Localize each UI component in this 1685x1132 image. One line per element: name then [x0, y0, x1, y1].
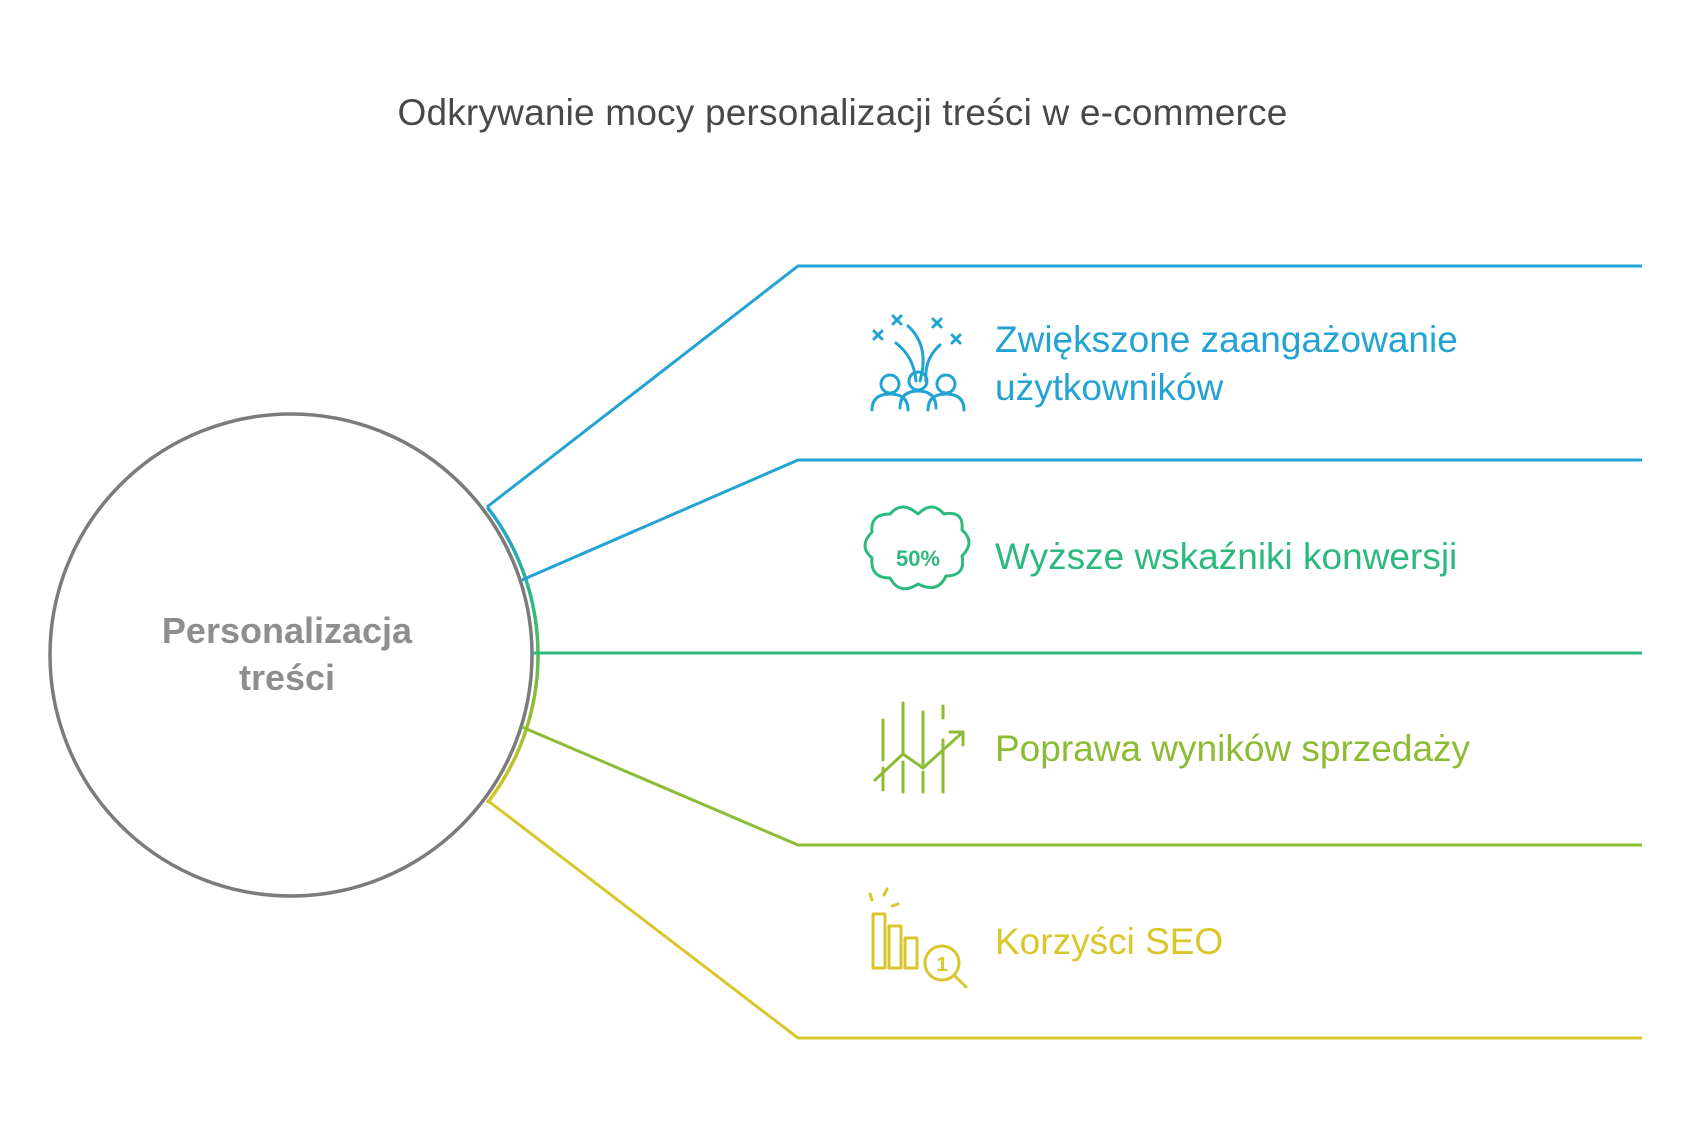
rank-one-text: 1 — [936, 954, 947, 976]
page-title: Odkrywanie mocy personalizacji treści w … — [397, 92, 1288, 133]
fifty-percent-badge-icon: 50% — [863, 505, 971, 591]
center-label-line2: treści — [239, 657, 335, 698]
item-label-seo: Korzyści SEO — [995, 921, 1223, 962]
band-sales — [521, 725, 1642, 847]
item-label-user-engagement-line1: Zwiększone zaangażowanie — [995, 319, 1458, 360]
center-arc — [485, 506, 540, 804]
item-label-sales: Poprawa wyników sprzedaży — [995, 728, 1471, 769]
band-user-engagement — [486, 264, 1642, 582]
center-label-line1: Personalizacja — [162, 610, 413, 651]
growth-chart-icon — [873, 701, 965, 794]
item-label-conversion: Wyższe wskaźniki konwersji — [995, 536, 1457, 577]
seo-ranking-icon: 1 — [868, 887, 968, 989]
band-seo — [486, 798, 1642, 1040]
item-label-user-engagement-line2: użytkowników — [995, 367, 1224, 408]
fifty-percent-text: 50% — [896, 546, 940, 571]
center-circle — [48, 412, 534, 898]
celebrating-users-icon — [870, 314, 966, 412]
